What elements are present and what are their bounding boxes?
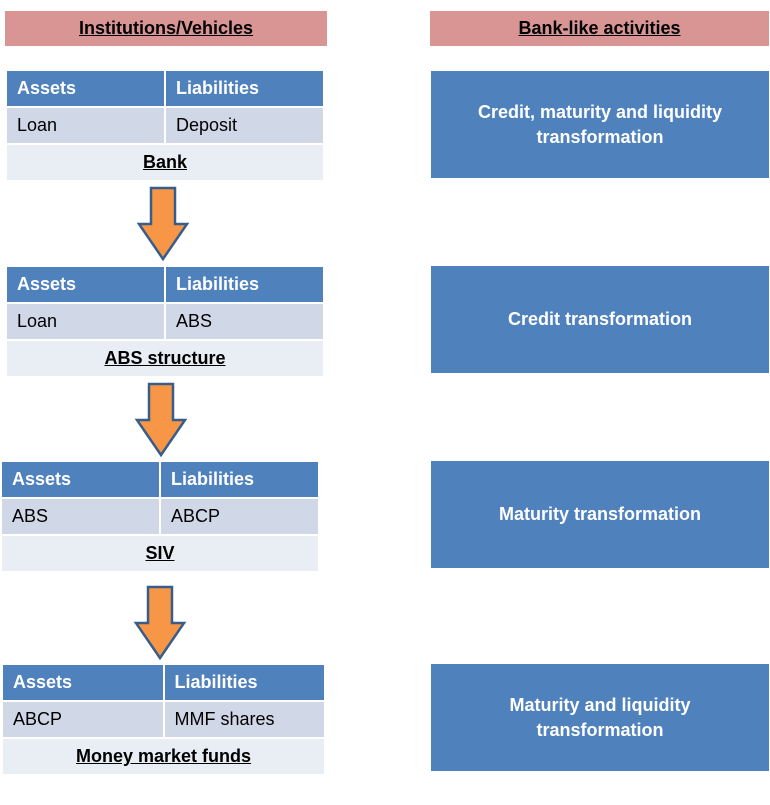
activities-header: Bank-like activities	[430, 11, 769, 46]
asset-cell: ABS	[2, 499, 159, 534]
assets-column-header: Assets	[7, 71, 164, 106]
asset-cell: Loan	[7, 304, 164, 339]
activity-maturity: Maturity transformation	[431, 461, 769, 568]
asset-cell: ABCP	[3, 702, 163, 737]
liability-cell: ABCP	[159, 499, 318, 534]
assets-column-header: Assets	[2, 462, 159, 497]
balance-sheet-money-market-funds: Assets Liabilities ABCP MMF shares Money…	[3, 665, 324, 774]
liabilities-column-header: Liabilities	[159, 462, 318, 497]
institution-name: SIV	[2, 536, 318, 571]
balance-sheet-bank: Assets Liabilities Loan Deposit Bank	[7, 71, 323, 180]
liability-cell: MMF shares	[162, 702, 324, 737]
liabilities-column-header: Liabilities	[164, 71, 323, 106]
institution-name: ABS structure	[7, 341, 323, 376]
liability-cell: ABS	[164, 304, 323, 339]
institution-name: Money market funds	[3, 739, 324, 774]
balance-sheet-abs-structure: Assets Liabilities Loan ABS ABS structur…	[7, 267, 323, 376]
down-arrow-icon	[134, 382, 188, 458]
activity-credit: Credit transformation	[431, 266, 769, 373]
liabilities-column-header: Liabilities	[162, 665, 324, 700]
balance-sheet-siv: Assets Liabilities ABS ABCP SIV	[2, 462, 318, 571]
down-arrow-icon	[136, 186, 190, 262]
down-arrow-icon	[133, 585, 187, 661]
assets-column-header: Assets	[3, 665, 163, 700]
activity-credit-maturity-liquidity: Credit, maturity and liquidity transform…	[431, 71, 769, 178]
asset-cell: Loan	[7, 108, 164, 143]
assets-column-header: Assets	[7, 267, 164, 302]
institution-name: Bank	[7, 145, 323, 180]
liability-cell: Deposit	[164, 108, 323, 143]
institutions-header: Institutions/Vehicles	[5, 11, 327, 46]
liabilities-column-header: Liabilities	[164, 267, 323, 302]
activity-maturity-liquidity: Maturity and liquidity transformation	[431, 664, 769, 771]
